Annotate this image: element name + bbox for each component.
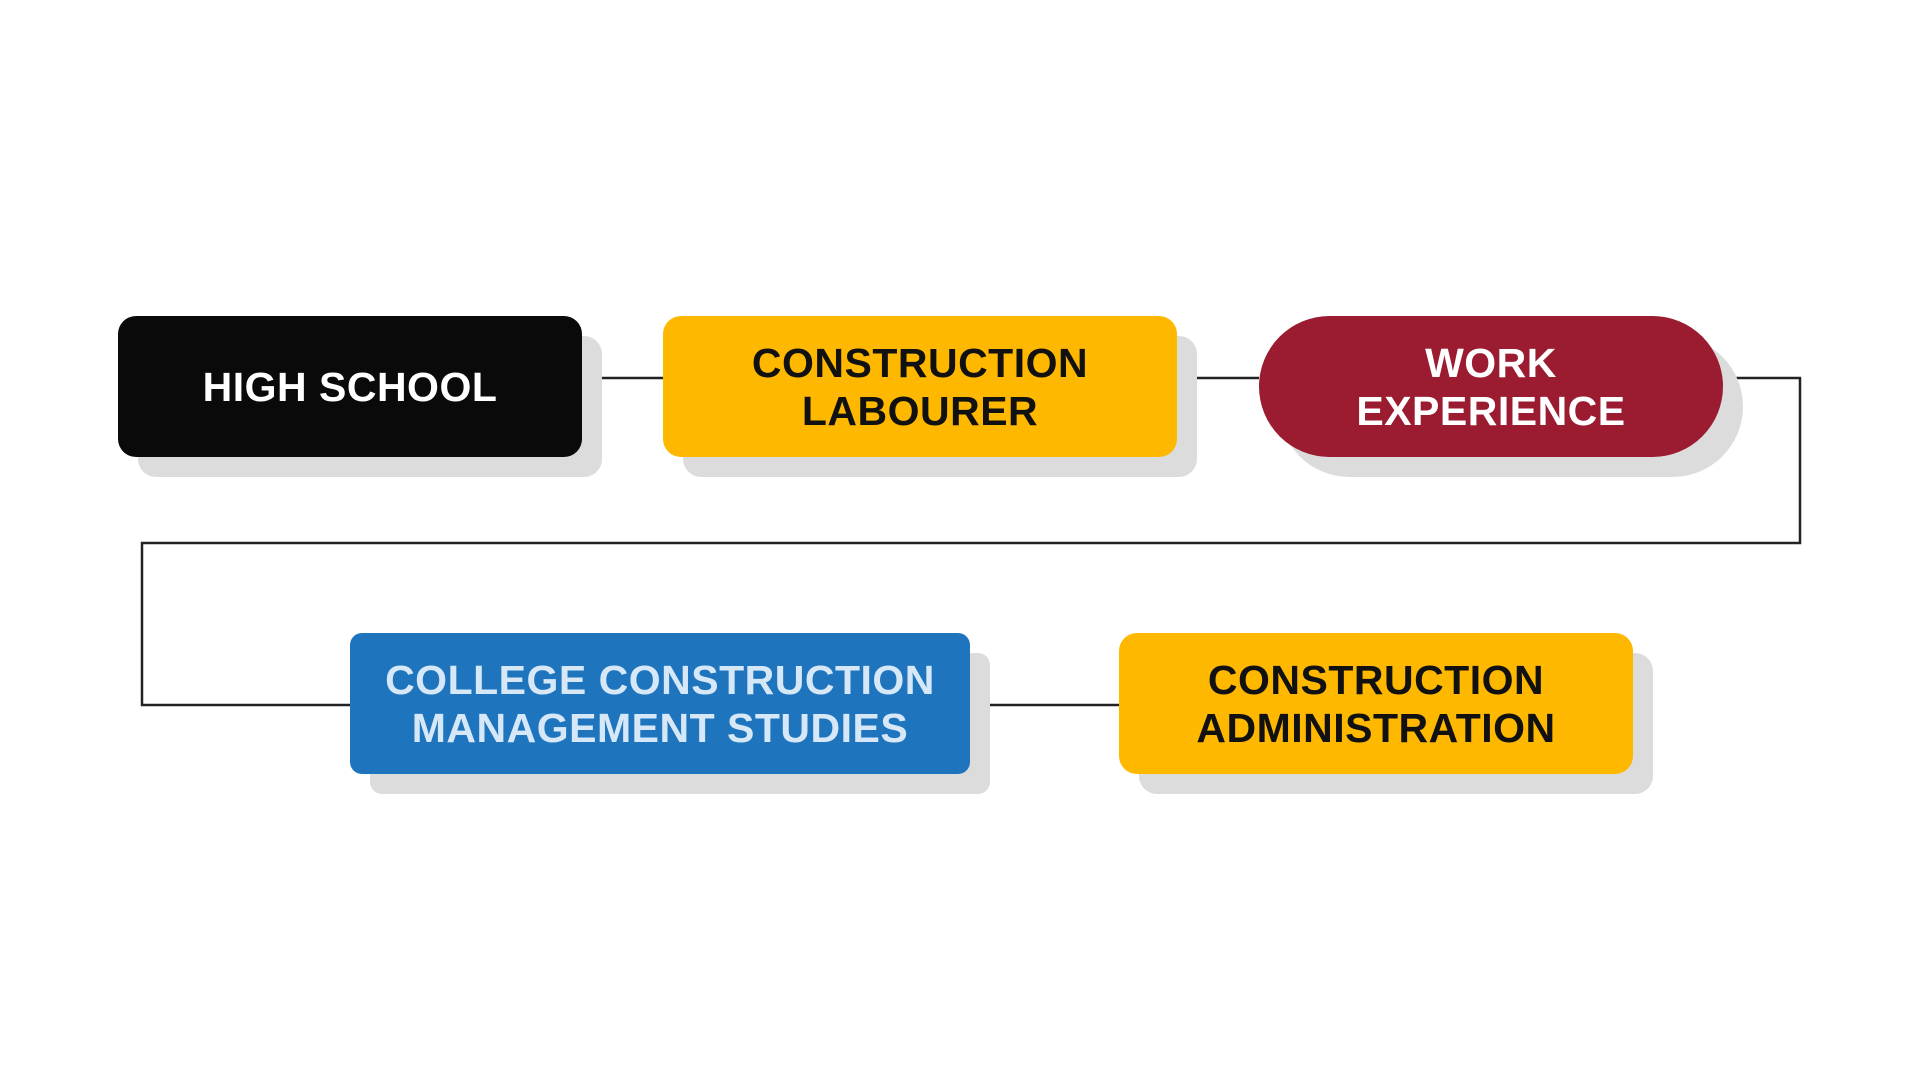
node-label: WORK EXPERIENCE bbox=[1356, 339, 1626, 434]
node-label: HIGH SCHOOL bbox=[202, 363, 498, 410]
node-high-school: HIGH SCHOOL bbox=[118, 316, 582, 457]
node-label: CONSTRUCTION ADMINISTRATION bbox=[1196, 656, 1556, 751]
node-label: CONSTRUCTION LABOURER bbox=[751, 339, 1089, 434]
node-construction-administration: CONSTRUCTION ADMINISTRATION bbox=[1119, 633, 1633, 774]
node-college-construction-management-studies: COLLEGE CONSTRUCTION MANAGEMENT STUDIES bbox=[350, 633, 970, 774]
node-work-experience: WORK EXPERIENCE bbox=[1259, 316, 1723, 457]
connector-work-experience-to-college bbox=[140, 376, 1802, 707]
node-construction-labourer: CONSTRUCTION LABOURER bbox=[663, 316, 1177, 457]
node-label: COLLEGE CONSTRUCTION MANAGEMENT STUDIES bbox=[385, 656, 935, 751]
